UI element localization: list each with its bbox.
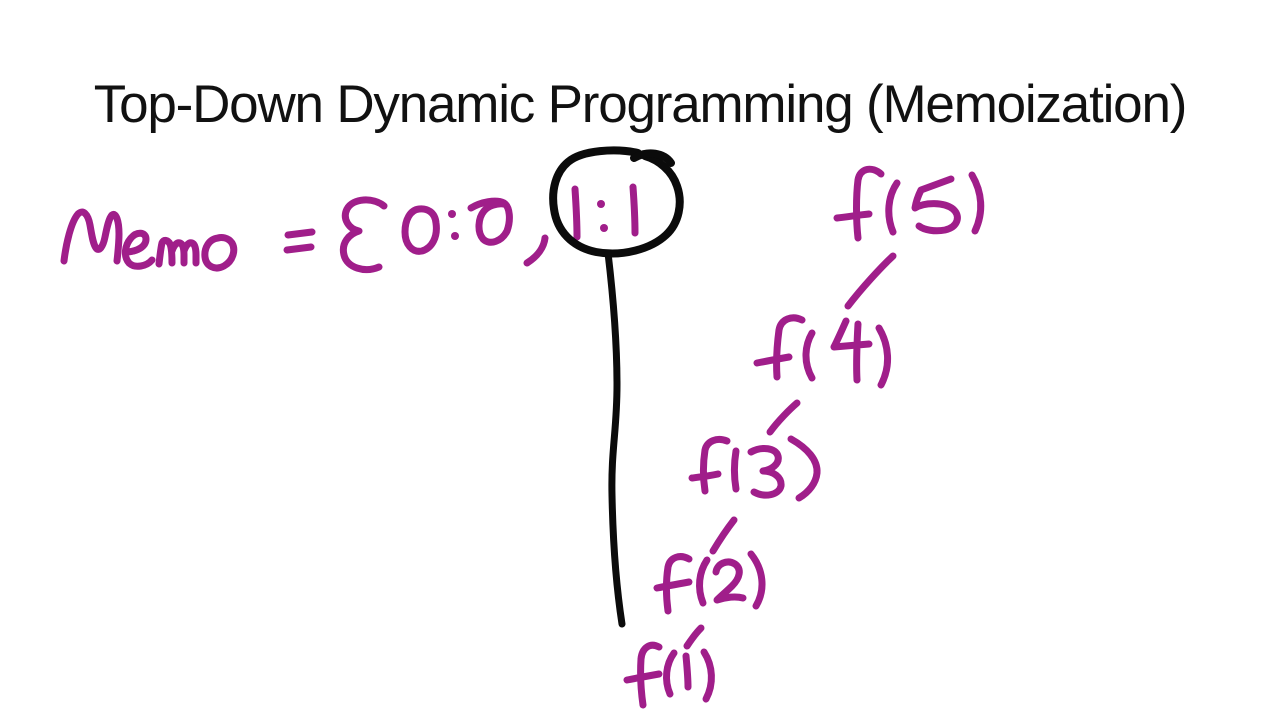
tree-node-f2: [653, 550, 766, 615]
digit-3: [747, 445, 785, 499]
digit-one: [629, 183, 639, 237]
paren-open: [885, 179, 901, 236]
colon-dot: [600, 224, 608, 232]
colon-dot: [597, 200, 605, 208]
digit-2: [712, 558, 747, 604]
letter-f: [688, 435, 731, 495]
memo-entry-1-1: [571, 183, 639, 241]
tree-node-f5: [833, 165, 985, 242]
paren-close: [787, 435, 821, 502]
paren-close: [700, 648, 715, 703]
colon-dot: [448, 210, 456, 218]
letter-f: [653, 553, 693, 615]
memo-entry-0-value: [467, 197, 513, 246]
circle-outline: [549, 146, 684, 258]
connector-line: [604, 249, 626, 628]
tree-edge: [709, 516, 738, 555]
tree-node-f4: [753, 314, 891, 389]
tree-node-f1: [623, 641, 715, 709]
letter-f: [753, 314, 806, 381]
digit-1: [682, 652, 692, 691]
letter-f: [833, 165, 885, 242]
page-title: Top-Down Dynamic Programming (Memoizatio…: [93, 75, 1188, 134]
paren-open: [802, 329, 816, 382]
tree-edge: [766, 399, 801, 436]
tree-edge: [844, 252, 897, 310]
paren-open: [696, 556, 711, 607]
paren-open: [731, 447, 740, 493]
equals-sign: [283, 228, 316, 254]
memo-word-m-cap: [60, 208, 123, 265]
memo-expression: [60, 183, 639, 273]
memo-word-o: [201, 234, 238, 272]
memo-word-m: [155, 237, 200, 268]
memo-entry-0-key: [401, 205, 440, 255]
letter-f: [623, 641, 663, 709]
digit-one: [571, 185, 581, 241]
circle-annotation: [549, 146, 684, 628]
digit-4: [830, 317, 873, 384]
paren-open: [663, 649, 678, 698]
paren-close: [747, 550, 766, 610]
digit-5: [911, 175, 961, 235]
tree-edge: [683, 624, 705, 650]
tree-node-f3: [688, 435, 821, 502]
comma: [523, 234, 549, 267]
paren-close: [968, 171, 985, 235]
open-brace: [339, 196, 388, 273]
memo-word-e: [121, 229, 156, 270]
colon-dot: [451, 232, 459, 240]
paren-close: [875, 324, 891, 389]
circle-end-hook: [630, 149, 675, 167]
